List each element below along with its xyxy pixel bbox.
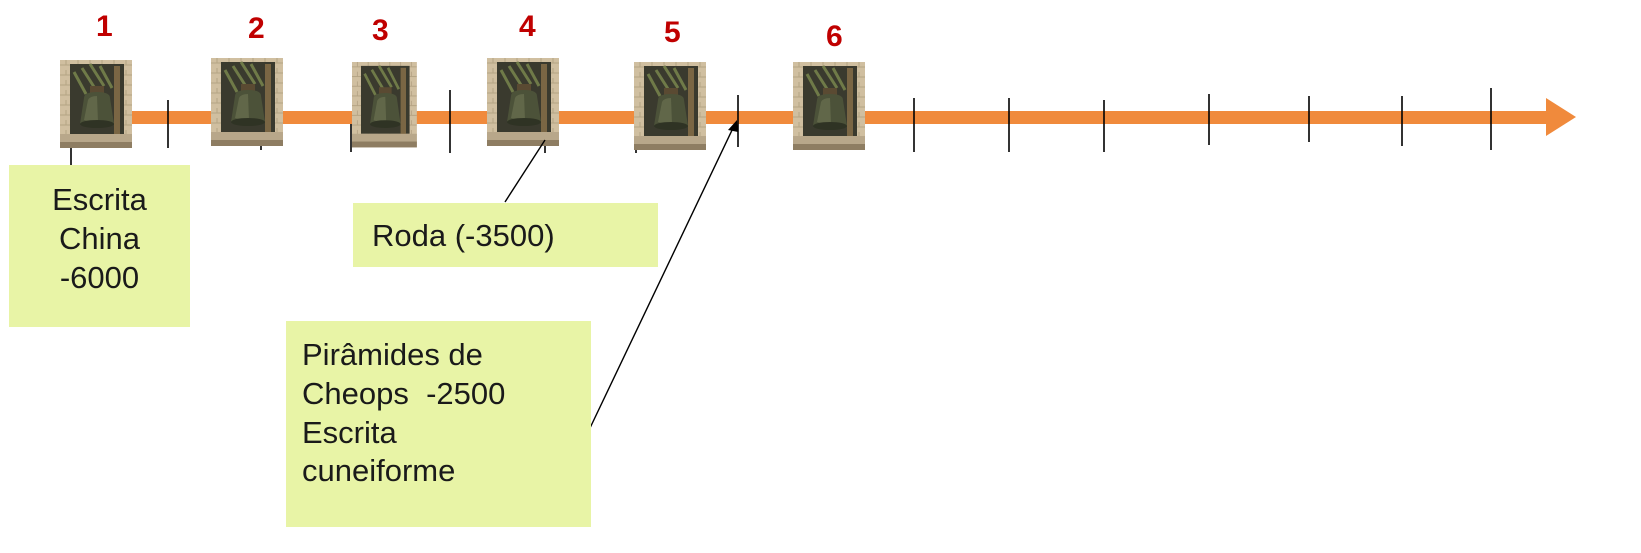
bell-icon <box>485 56 561 148</box>
timeline-arrow-head <box>1546 98 1576 136</box>
note-line: Escrita <box>302 414 397 450</box>
marker-number-2: 2 <box>248 12 265 45</box>
marker-number-3: 3 <box>372 14 389 47</box>
marker-number-4: 4 <box>519 10 536 43</box>
note-line: China <box>59 220 140 256</box>
marker-number-6: 6 <box>826 20 843 53</box>
note-line: -6000 <box>59 259 140 295</box>
note-roda: Roda (-3500) <box>353 203 658 267</box>
note-escrita-china: Escrita China -6000 <box>9 165 190 327</box>
note-line: Escrita <box>52 182 147 217</box>
bell-icon <box>350 60 419 149</box>
note-text: Roda (-3500) <box>372 218 555 253</box>
note-line: Cheops -2500 <box>302 375 506 411</box>
marker-number-1: 1 <box>96 10 113 43</box>
timeline-ticks <box>70 88 1492 166</box>
bell-icon <box>209 56 285 148</box>
bell-icon <box>632 60 708 152</box>
note-piramides: Pirâmides de Cheops -2500 Escrita cuneif… <box>286 321 591 527</box>
marker-number-5: 5 <box>664 16 681 49</box>
note-line: Pirâmides de <box>302 337 483 372</box>
bell-icon <box>791 60 867 152</box>
bell-icon <box>58 58 134 150</box>
connector-line-roda <box>504 139 546 203</box>
connector-line-piramides <box>589 125 735 429</box>
connector-arrow-head <box>728 120 738 132</box>
note-line: cuneiforme <box>302 453 456 489</box>
